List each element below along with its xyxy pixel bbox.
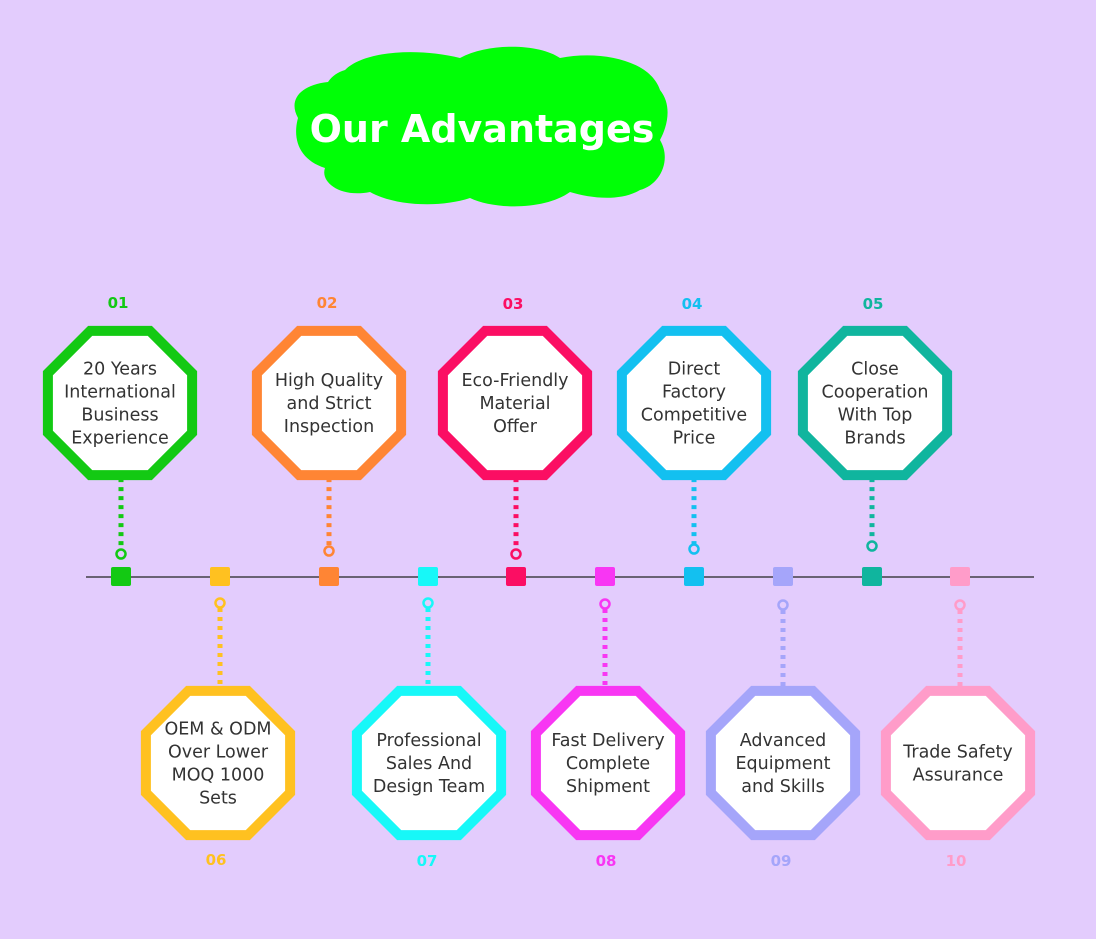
advantage-label-line: Cooperation [822, 383, 929, 403]
octagon-badge [705, 685, 861, 841]
connector-ring [510, 548, 522, 560]
advantage-label-line: With Top [838, 406, 913, 426]
timeline-marker [684, 567, 704, 586]
advantage-label-line: Business [81, 406, 158, 426]
advantage-label-line: Professional [376, 731, 481, 751]
timeline-marker [506, 567, 526, 586]
item-number: 10 [946, 852, 967, 870]
advantage-label-line: Inspection [284, 417, 374, 437]
advantage-label-line: Factory [662, 383, 726, 403]
advantage-label-line: High Quality [275, 371, 383, 391]
octagon-badge [437, 325, 593, 481]
advantage-label-line: and Strict [287, 394, 372, 414]
advantage-label-line: Over Lower [168, 743, 269, 763]
octagon-badge [616, 325, 772, 481]
octagon-badge [351, 685, 507, 841]
title-cloud: Our Advantages [294, 46, 668, 207]
octagon-badge [251, 325, 407, 481]
octagon-badge [530, 685, 686, 841]
timeline-marker [111, 567, 131, 586]
advantage-label-line: Sets [199, 789, 237, 809]
item-number: 01 [108, 294, 129, 312]
advantage-label-line: Complete [566, 754, 650, 774]
advantage-label-line: MOQ 1000 [172, 766, 265, 786]
connector-ring [599, 598, 611, 610]
timeline-marker [862, 567, 882, 586]
connector-ring [777, 599, 789, 611]
item-number: 06 [206, 851, 227, 869]
advantage-label-line: Sales And [386, 754, 472, 774]
advantage-label-line: Shipment [566, 777, 650, 797]
timeline-marker [210, 567, 230, 586]
advantage-label-line: Price [673, 429, 716, 449]
timeline-marker [773, 567, 793, 586]
octagon-badge [42, 325, 198, 481]
timeline-marker [595, 567, 615, 586]
page-title: Our Advantages [310, 107, 655, 151]
advantage-label-line: Equipment [736, 754, 831, 774]
octagon-badge [797, 325, 953, 481]
advantage-label-line: Experience [71, 429, 169, 449]
connector-ring [214, 597, 226, 609]
item-number: 02 [317, 294, 338, 312]
advantage-label-line: Offer [493, 417, 538, 437]
advantage-label-line: Eco-Friendly [461, 371, 568, 391]
advantage-label-line: Assurance [913, 766, 1004, 786]
connector-ring [323, 545, 335, 557]
timeline-marker [418, 567, 438, 586]
advantage-label-line: Direct [668, 360, 721, 380]
advantage-label-line: Material [479, 394, 550, 414]
advantage-label-line: Close [851, 360, 899, 380]
item-number: 03 [503, 295, 524, 313]
advantage-label-line: Brands [844, 429, 905, 449]
advantage-label-line: International [64, 383, 176, 403]
advantage-label-line: Competitive [641, 406, 747, 426]
item-number: 08 [596, 852, 617, 870]
item-number: 09 [771, 852, 792, 870]
octagon-badge [880, 685, 1036, 841]
connector-ring [954, 599, 966, 611]
advantage-label-line: OEM & ODM [164, 720, 271, 740]
advantage-label-line: Trade Safety [902, 743, 1012, 763]
connector-ring [688, 543, 700, 555]
item-number: 07 [417, 852, 438, 870]
advantage-label-line: Design Team [373, 777, 485, 797]
item-number: 05 [863, 295, 884, 313]
advantage-label-line: 20 Years [83, 360, 157, 380]
advantage-label-line: and Skills [741, 777, 824, 797]
timeline-marker [319, 567, 339, 586]
octagon-badge [140, 685, 296, 841]
connector-ring [422, 597, 434, 609]
connector-ring [866, 540, 878, 552]
timeline-marker [950, 567, 970, 586]
advantage-label-line: Fast Delivery [551, 731, 664, 751]
advantage-label-line: Advanced [740, 731, 826, 751]
connector-ring [115, 548, 127, 560]
item-number: 04 [682, 295, 703, 313]
